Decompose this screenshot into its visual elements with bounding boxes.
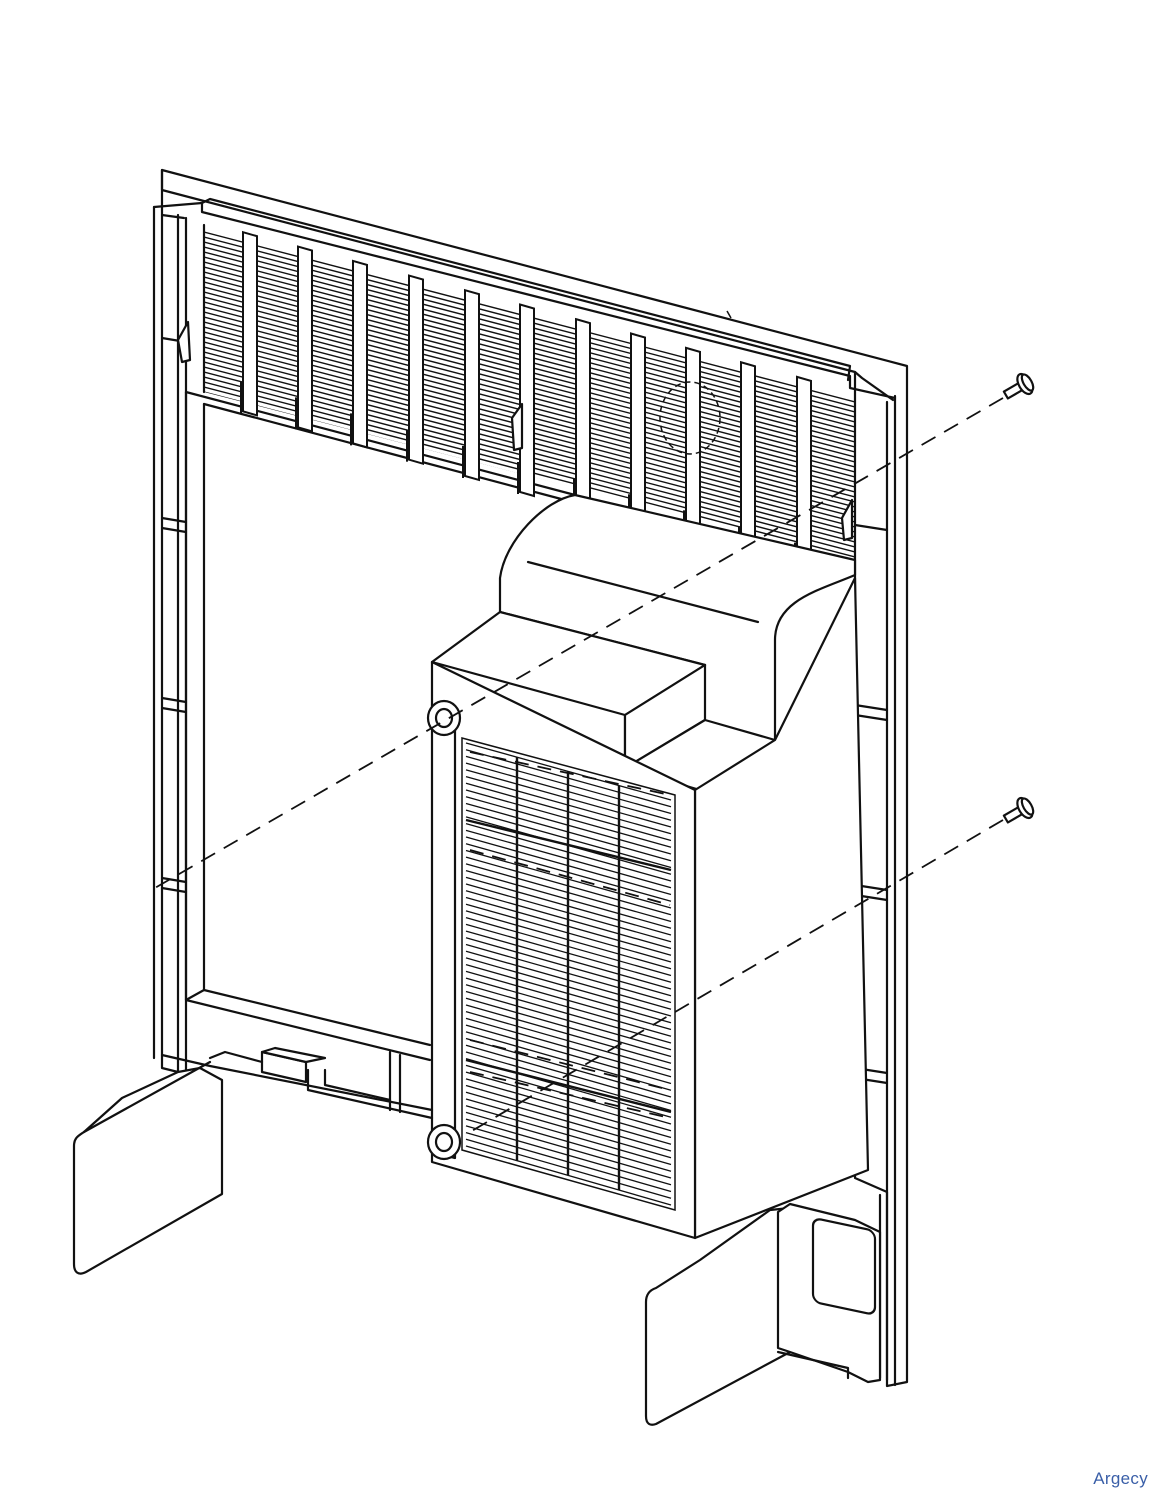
vent-fin	[573, 317, 591, 514]
standoff-boss-bottom	[426, 1123, 462, 1161]
standoff-boss-top	[426, 699, 462, 737]
vent-fin	[517, 303, 535, 498]
right-foot-tab	[644, 1202, 882, 1426]
mounting-screw-bottom	[1002, 796, 1035, 824]
vent-fin	[683, 346, 701, 546]
left-foot-tab	[72, 1060, 224, 1275]
vent-fin	[628, 332, 646, 530]
vent-fin	[738, 360, 756, 562]
filter-housing	[430, 576, 870, 1240]
vent-fin	[295, 245, 313, 433]
mounting-screw-top	[1002, 372, 1035, 400]
watermark: Argecy	[1093, 1469, 1148, 1488]
fan-duct	[498, 493, 857, 792]
vent-fin	[350, 259, 368, 449]
vent-fin	[462, 288, 480, 482]
vent-fin	[240, 230, 258, 417]
assembly-guide-lines	[147, 397, 1004, 1133]
vent-fin	[406, 274, 424, 466]
